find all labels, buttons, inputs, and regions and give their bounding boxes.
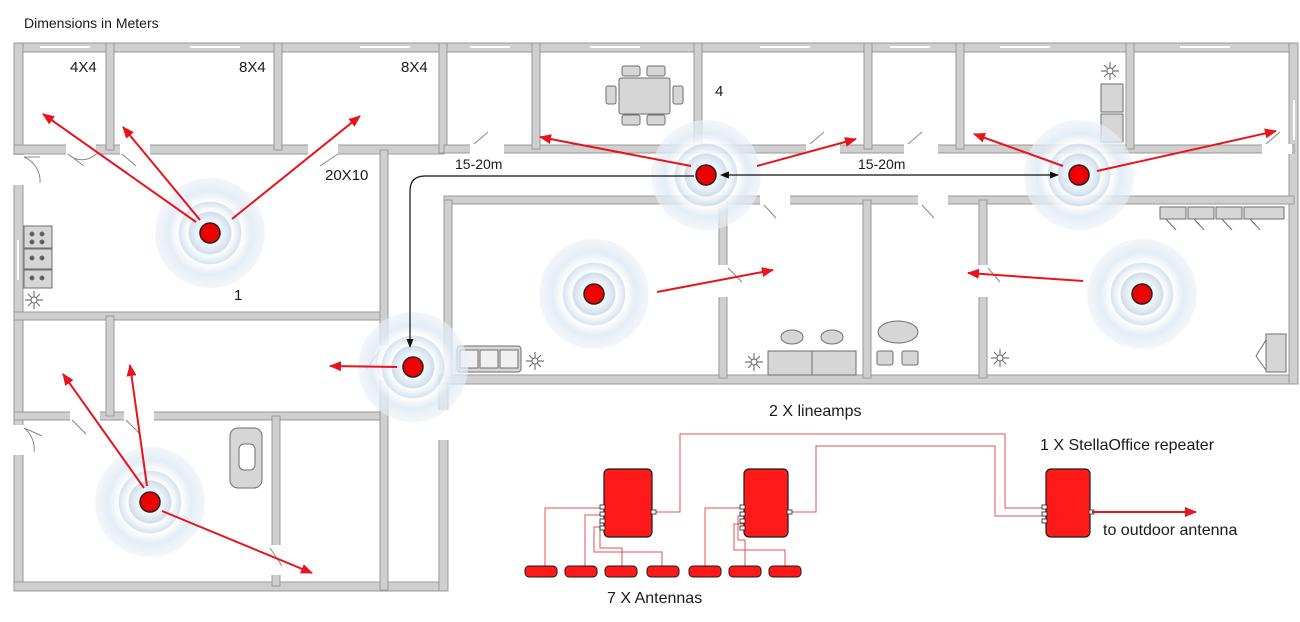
plant-icon (25, 291, 43, 309)
oval-table-icon (876, 320, 919, 366)
lineamp-icon (743, 468, 789, 538)
ceiling-antenna-icon (646, 565, 680, 578)
windows (17, 46, 1295, 280)
wall-v-r1 (531, 42, 541, 150)
chair-icon (1255, 333, 1287, 373)
signal-arrow-icon (231, 115, 361, 220)
room-number-4: 4 (715, 83, 723, 100)
ceiling-antenna-icon (768, 565, 802, 578)
signal-arrow-icon (973, 133, 1064, 167)
signal-arrows (42, 113, 1277, 574)
signal-arrow-icon (42, 113, 197, 223)
antenna-dot-icon (583, 283, 605, 305)
distance-arrows (406, 171, 1059, 348)
distance-label-left: 15-20m (455, 156, 502, 172)
signal-arrow-icon (122, 126, 201, 221)
connectors (599, 504, 1095, 531)
bed-icon (767, 329, 857, 376)
repeater-label: 1 X StellaOffice repeater (1040, 437, 1215, 454)
lineamps (603, 468, 1091, 538)
signal-arrow-icon (656, 267, 774, 293)
ceiling-antenna-icon (728, 565, 762, 578)
diagram-title: Dimensions in Meters (24, 15, 159, 31)
room-size-8x4-a: 8X4 (239, 59, 266, 76)
plants (25, 62, 1119, 371)
ceiling-antennas (524, 565, 802, 578)
antenna-dot-icon (1131, 283, 1153, 305)
signal-arrow-icon (539, 134, 692, 167)
signal-arrow-icon (161, 510, 313, 574)
room-size-8x4-b: 8X4 (401, 59, 428, 76)
ceiling-antenna-icon (524, 565, 558, 578)
ceiling-antenna-icon (604, 565, 638, 578)
signal-arrow-icon (967, 268, 1084, 282)
antenna-dots (139, 164, 1153, 513)
plant-icon (1101, 62, 1119, 80)
signal-arrow-icon (126, 364, 148, 487)
furniture (23, 65, 1287, 489)
antenna-dot-icon (402, 356, 424, 378)
wall-v-lower2 (271, 415, 281, 587)
wall-v-r3 (863, 42, 873, 150)
antenna-dot-icon (139, 491, 161, 513)
lineamps-label: 2 X lineamps (769, 403, 862, 420)
antennas-label: 7 X Antennas (607, 590, 702, 607)
antenna-dot-icon (199, 222, 221, 244)
shelf-icon (1159, 206, 1285, 231)
wall-v-r4 (955, 42, 965, 150)
wall-v-r5 (1125, 42, 1135, 150)
signal-arrow-icon (756, 137, 857, 167)
antenna-dot-icon (1068, 164, 1090, 186)
room-size-20x10: 20X10 (325, 167, 368, 184)
lineamp-icon (603, 468, 653, 538)
room-number-1: 1 (234, 287, 242, 304)
wall-v-b2 (862, 199, 872, 379)
ceiling-antenna-icon (564, 565, 598, 578)
wall-v-wing-top (438, 42, 448, 154)
labels: Dimensions in Meters 4X4 8X4 8X4 20X10 1… (24, 15, 1237, 607)
signal-arrow-icon (62, 373, 145, 489)
wall-v-lower1 (105, 315, 115, 417)
cable-wiring (544, 433, 1046, 567)
wall-h3 (13, 411, 385, 421)
distance-label-right: 15-20m (858, 156, 905, 172)
outer-wall-right (1288, 42, 1299, 385)
table-icon (605, 65, 684, 126)
sofa-icon (456, 345, 522, 373)
ceiling-antenna-icon (688, 565, 722, 578)
outdoor-antenna-label: to outdoor antenna (1103, 522, 1237, 539)
wall-v-room-4x4 (105, 42, 115, 151)
antenna-dot-icon (695, 164, 717, 186)
repeater-icon (1045, 468, 1091, 538)
distance-path-left (406, 175, 694, 348)
sink-icon (229, 427, 263, 489)
stove-icon (23, 225, 53, 289)
plant-icon (991, 349, 1009, 367)
room-size-4x4: 4X4 (70, 59, 97, 76)
signal-arrow-icon (1096, 128, 1277, 172)
plant-icon (526, 352, 544, 370)
signal-arrow-icon (329, 361, 398, 372)
wall-v-room-8x4 (273, 42, 283, 151)
plant-icon (745, 353, 763, 371)
wall-h2 (13, 311, 385, 321)
walls (13, 42, 1299, 592)
